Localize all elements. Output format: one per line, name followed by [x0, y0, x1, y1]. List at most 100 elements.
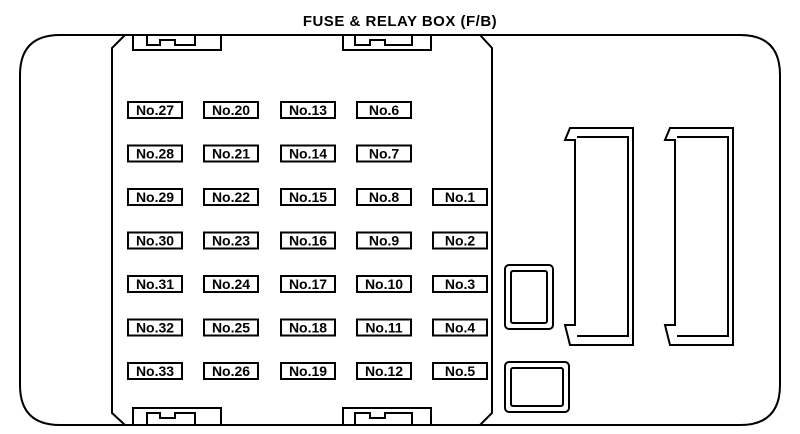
fuse-slot-box: [432, 188, 488, 206]
connector-right: [663, 127, 734, 346]
fuse-slot-label: No.18: [289, 320, 327, 336]
fuse-slot-label: No.14: [289, 146, 327, 162]
fuse-slot-box: [127, 101, 183, 119]
fuse-slot-label: No.27: [136, 102, 174, 118]
fuse-slot-label: No.30: [136, 233, 174, 249]
fuse-slot-label: No.1: [445, 189, 476, 205]
fuse-slot: No.29: [127, 188, 183, 206]
fuse-slot: No.26: [203, 362, 259, 380]
fuse-slot-box: [127, 231, 183, 250]
fuse-slot-box: [203, 101, 259, 119]
diagram-title: FUSE & RELAY BOX (F/B): [302, 13, 498, 30]
fuse-slot: No.24: [203, 275, 259, 293]
fuse-slot: No.4: [432, 318, 488, 337]
fuse-slot-label: No.6: [369, 102, 400, 118]
fuse-slot-box: [356, 101, 412, 119]
fuse-slot-label: No.31: [136, 276, 174, 292]
fuse-slot: No.32: [127, 318, 183, 337]
fuse-slot: No.15: [280, 188, 336, 206]
fuse-slot-box: [356, 275, 412, 293]
fuse-slot-box: [280, 275, 336, 293]
relay-socket-upper-inner: [510, 270, 548, 324]
connector-right-inner: [677, 136, 729, 337]
fuse-slot-label: No.15: [289, 189, 327, 205]
fuse-slot-box: [356, 144, 412, 163]
fuse-slot-box: [280, 231, 336, 250]
fuse-slot: No.10: [356, 275, 412, 293]
fuse-slot-box: [356, 231, 412, 250]
fuse-slot-box: [127, 362, 183, 380]
fuse-slot: No.16: [280, 231, 336, 250]
fuse-slot-box: [356, 362, 412, 380]
fuse-slot: No.18: [280, 318, 336, 337]
relay-socket-lower-inner: [510, 367, 564, 407]
fuse-slot-label: No.5: [445, 363, 476, 379]
fuse-slot: No.19: [280, 362, 336, 380]
fuse-slot-label: No.13: [289, 102, 327, 118]
fuse-slot-box: [203, 275, 259, 293]
fuse-slot-box: [432, 318, 488, 337]
fuse-slot: No.12: [356, 362, 412, 380]
fuse-slot-box: [280, 101, 336, 119]
fuse-slot: No.20: [203, 101, 259, 119]
fuse-slot-label: No.16: [289, 233, 327, 249]
fuse-slot: No.6: [356, 101, 412, 119]
fuse-slot-box: [203, 144, 259, 163]
fuse-slot-box: [203, 362, 259, 380]
fuse-slot: No.28: [127, 144, 183, 163]
fuse-slot-label: No.21: [212, 146, 250, 162]
fuse-slot-box: [432, 231, 488, 250]
fuse-slot-box: [127, 318, 183, 337]
fuse-slot-box: [203, 188, 259, 206]
top-left-clip: [146, 35, 196, 46]
fuse-slot-label: No.25: [212, 320, 250, 336]
fuse-slot-box: [203, 231, 259, 250]
fuse-slot-box: [280, 188, 336, 206]
connector-left: [563, 127, 634, 346]
fuse-slot-label: No.32: [136, 320, 174, 336]
fuse-slot-label: No.10: [365, 276, 403, 292]
fuse-slot: No.22: [203, 188, 259, 206]
relay-socket-upper: [504, 264, 554, 330]
relay-socket-lower: [504, 361, 570, 413]
fuse-slot-box: [280, 362, 336, 380]
fuse-slot-label: No.20: [212, 102, 250, 118]
fuse-slot-label: No.2: [445, 233, 476, 249]
fuse-slot: No.9: [356, 231, 412, 250]
fuse-slot-box: [356, 188, 412, 206]
fuse-slot-label: No.19: [289, 363, 327, 379]
fuse-slot-box: [127, 144, 183, 163]
fuse-slot-label: No.26: [212, 363, 250, 379]
fuse-slot: No.5: [432, 362, 488, 380]
fuse-slot-label: No.3: [445, 276, 476, 292]
fuse-slot: No.3: [432, 275, 488, 293]
fuse-slot: No.1: [432, 188, 488, 206]
fuse-slot-box: [203, 318, 259, 337]
fuse-slot-label: No.24: [212, 276, 250, 292]
fuse-slot: No.23: [203, 231, 259, 250]
fuse-slot: No.25: [203, 318, 259, 337]
fuse-slot: No.8: [356, 188, 412, 206]
fuse-slot-label: No.28: [136, 146, 174, 162]
fuse-slot-box: [280, 144, 336, 163]
fuse-slot-label: No.7: [369, 146, 400, 162]
fuse-slot: No.31: [127, 275, 183, 293]
fuse-slot-box: [432, 275, 488, 293]
fuse-slot: No.7: [356, 144, 412, 163]
fuse-slot-label: No.9: [369, 233, 400, 249]
fuse-slot-label: No.8: [369, 189, 400, 205]
fuse-slot: No.33: [127, 362, 183, 380]
fuse-slot-label: No.22: [212, 189, 250, 205]
fuse-slot-label: No.4: [445, 320, 476, 336]
fuse-slot-label: No.23: [212, 233, 250, 249]
fuse-slot: No.2: [432, 231, 488, 250]
fuse-slot-label: No.33: [136, 363, 174, 379]
connector-left-inner: [577, 136, 629, 337]
fuse-slot: No.14: [280, 144, 336, 163]
fuse-slot: No.11: [356, 318, 412, 337]
fuse-slot-label: No.17: [289, 276, 327, 292]
fuse-slot: No.30: [127, 231, 183, 250]
fuse-slot: No.21: [203, 144, 259, 163]
fuse-slot-box: [127, 188, 183, 206]
